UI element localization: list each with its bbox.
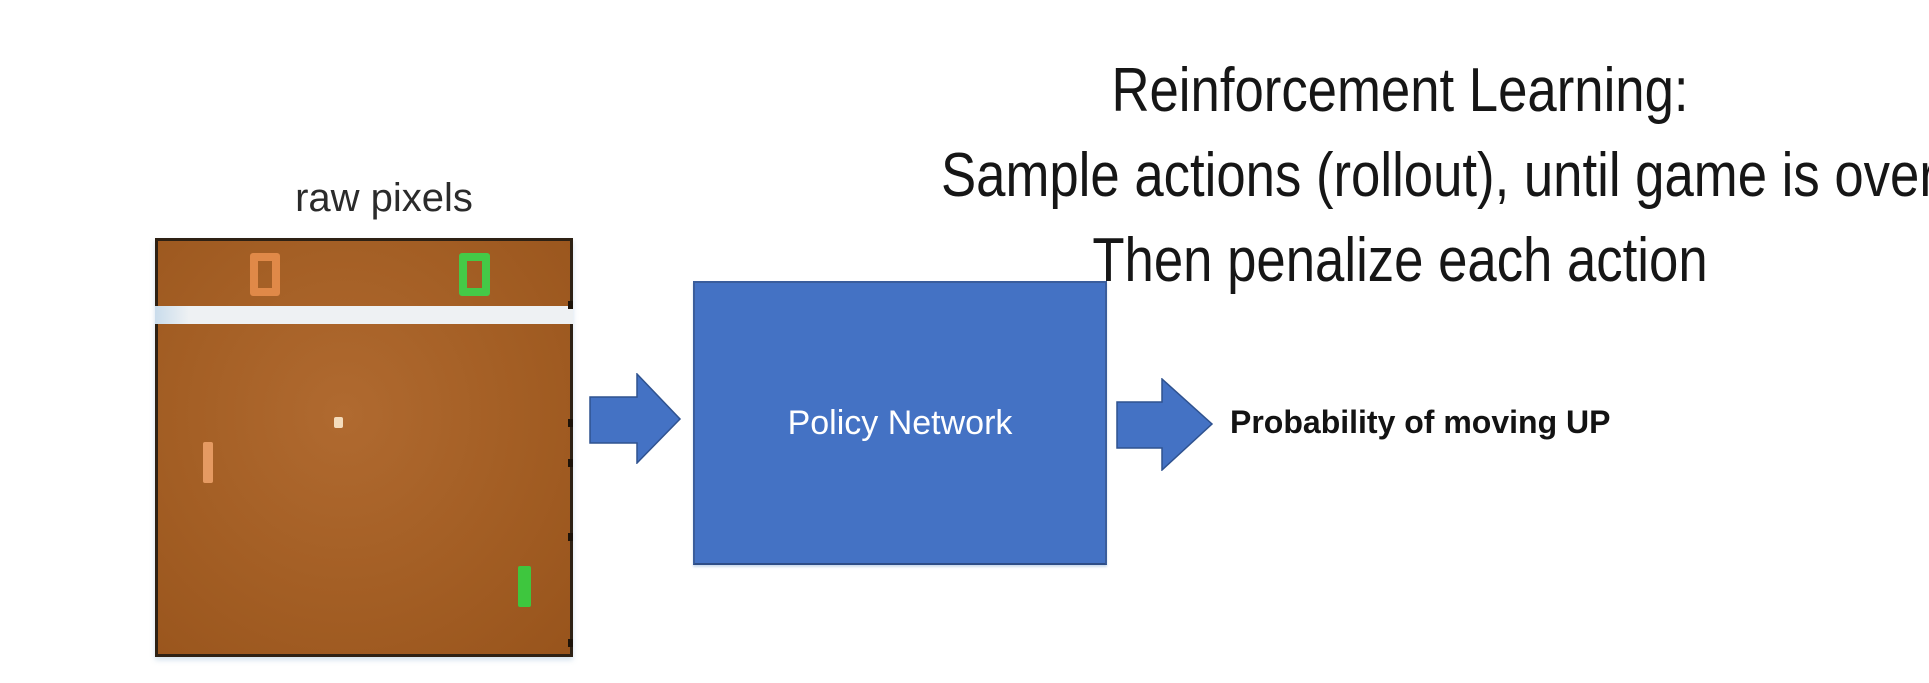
title-line-1: Reinforcement Learning: xyxy=(1111,56,1689,125)
left-paddle xyxy=(203,442,213,483)
slide-title: Reinforcement Learning: Sample actions (… xyxy=(860,48,1929,303)
input-arrow-icon xyxy=(589,373,682,464)
title-line-3: Then penalize each action xyxy=(1092,226,1708,295)
raw-pixels-label: raw pixels xyxy=(295,176,473,220)
policy-network-box: Policy Network xyxy=(693,281,1107,565)
edge-artifact xyxy=(568,459,573,467)
edge-artifact xyxy=(568,419,573,427)
edge-artifact xyxy=(568,639,573,647)
left-score-digit-zero xyxy=(250,253,280,296)
output-arrow-icon xyxy=(1116,378,1214,471)
edge-artifact xyxy=(568,533,573,541)
ball xyxy=(334,417,343,428)
title-line-2: Sample actions (rollout), until game is … xyxy=(941,141,1929,210)
score-divider-bar xyxy=(155,306,573,324)
output-probability-label: Probability of moving UP xyxy=(1230,404,1611,440)
edge-artifact xyxy=(568,301,573,309)
policy-network-label: Policy Network xyxy=(787,403,1013,442)
right-score-digit-zero xyxy=(459,253,490,296)
right-paddle xyxy=(518,566,531,607)
pong-game-frame xyxy=(155,238,573,657)
